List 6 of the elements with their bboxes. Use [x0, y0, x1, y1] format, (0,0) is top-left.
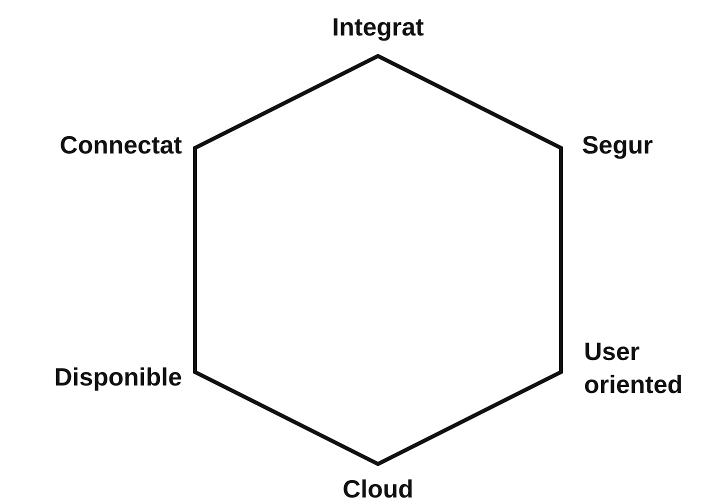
vertex-label: Disponible: [54, 362, 182, 394]
vertex-label: User oriented: [584, 337, 684, 401]
vertex-label: Connectat: [60, 130, 182, 162]
vertex-label: Cloud: [342, 474, 414, 503]
vertex-label: Segur: [582, 130, 653, 162]
vertex-label: Integrat: [332, 12, 424, 44]
